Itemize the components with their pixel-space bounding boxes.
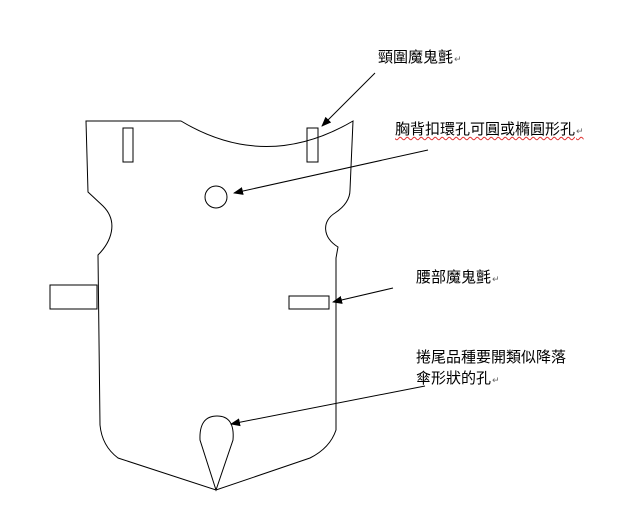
arrow-chest-ring-hole [233, 149, 429, 195]
label-waist-velcro-text: 腰部魔鬼氈 [416, 268, 492, 286]
label-tail-hole-line2: 傘形狀的孔↵ [416, 368, 500, 391]
label-neck-velcro-text: 頸圍魔鬼氈 [378, 48, 454, 66]
chest-ring-hole [204, 185, 228, 209]
paragraph-mark: ↵ [454, 55, 462, 65]
label-chest-ring-hole: 胸背扣環孔可圓或橢圓形孔↵ [395, 119, 584, 142]
arrow-neck-velcro [321, 72, 376, 127]
label-neck-velcro: 頸圍魔鬼氈↵ [378, 47, 462, 70]
paragraph-mark: ↵ [492, 275, 500, 285]
label-tail-hole-line2-text: 傘形狀的孔 [416, 369, 492, 387]
paragraph-mark: ↵ [576, 127, 584, 137]
label-tail-hole-line1: 捲尾品種要開類似降落 [416, 347, 566, 367]
neck-velcro-slot-left [122, 127, 134, 163]
arrow-waist-velcro [332, 287, 394, 304]
arrow-tail-hole [230, 385, 426, 427]
label-chest-ring-hole-text: 胸背扣環孔可圓或橢圓形孔 [395, 120, 576, 138]
paragraph-mark: ↵ [492, 376, 500, 386]
waist-velcro-patch-right [288, 295, 330, 310]
waist-velcro-strap-left [49, 284, 98, 310]
tail-parachute-hole [199, 415, 234, 492]
vest-outline [85, 120, 354, 491]
label-tail-hole-line1-text: 捲尾品種要開類似降落 [416, 348, 567, 366]
label-waist-velcro: 腰部魔鬼氈↵ [416, 267, 500, 290]
neck-velcro-slot-right [306, 127, 319, 163]
